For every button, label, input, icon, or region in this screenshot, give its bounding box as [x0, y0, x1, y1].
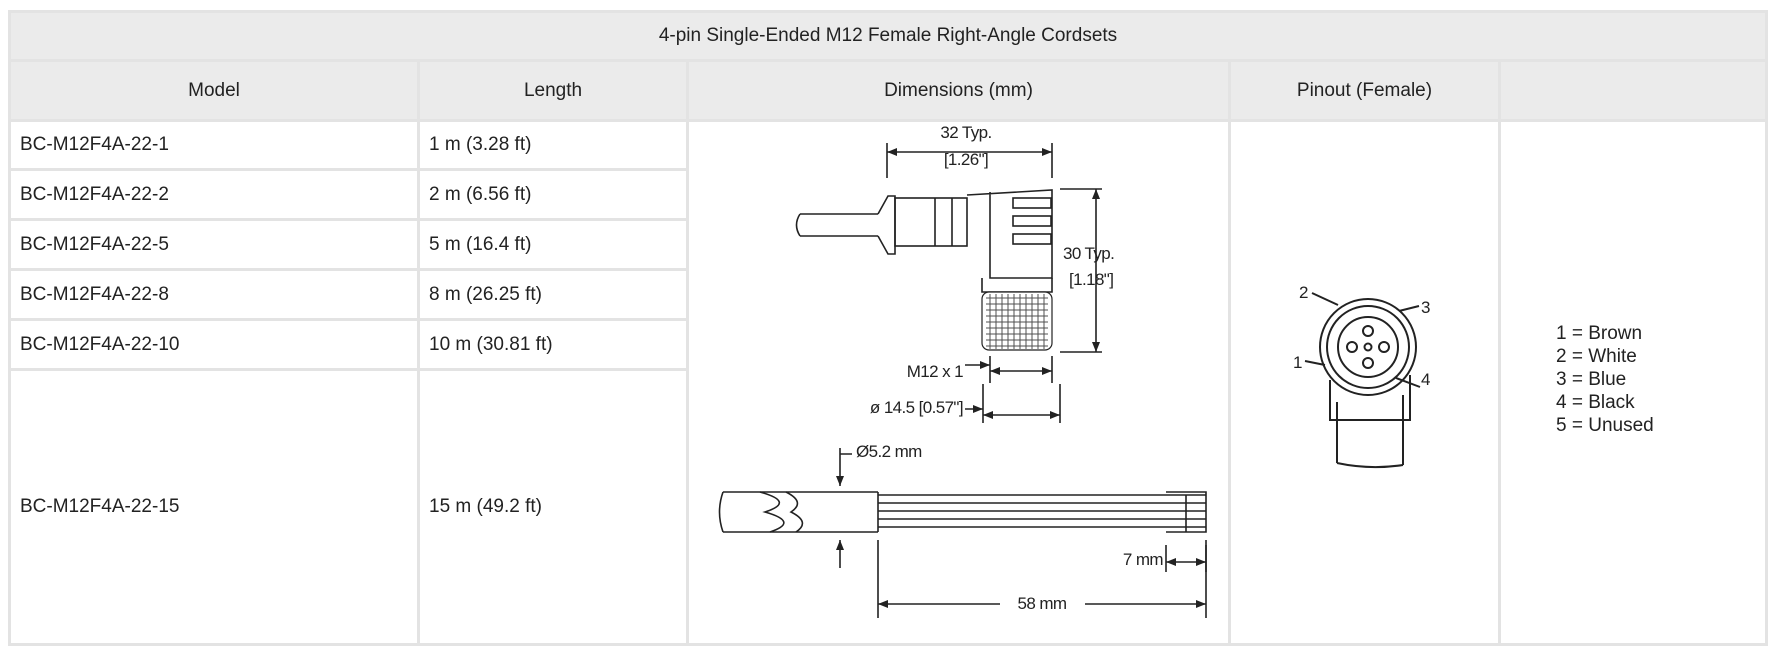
table-row-model: BC-M12F4A-22-8	[8, 268, 420, 321]
table-row-model: BC-M12F4A-22-5	[8, 218, 420, 271]
table-row-length: 8 m (26.25 ft)	[417, 268, 689, 321]
header-length: Length	[417, 59, 689, 122]
pin-3	[1378, 341, 1390, 353]
width-label-in: [1.26"]	[944, 150, 988, 169]
wire-color-item: 5 = Unused	[1556, 415, 1654, 436]
table-row-model: BC-M12F4A-22-10	[8, 318, 420, 371]
wire-color-legend: 1 = Brown 2 = White 3 = Blue 4 = Black 5…	[1556, 322, 1654, 437]
thread-label: M12 x 1	[907, 362, 963, 381]
wire-color-item: 4 = Black	[1556, 392, 1635, 413]
table-title: 4-pin Single-Ended M12 Female Right-Angl…	[8, 10, 1768, 62]
table-row-model: BC-M12F4A-22-2	[8, 168, 420, 221]
lead-length-label: 58 mm	[1018, 594, 1067, 613]
pin-2	[1362, 325, 1374, 337]
pin-label-2: 2	[1299, 283, 1308, 302]
header-wire-colors	[1498, 59, 1768, 122]
pin-label-3: 3	[1421, 298, 1430, 317]
wire-color-item: 3 = Blue	[1556, 369, 1627, 390]
pin-4	[1362, 357, 1374, 369]
wire-colors-cell	[1498, 119, 1768, 646]
diameter-label: ø 14.5 [0.57"]	[870, 398, 963, 417]
height-label: 30 Typ.	[1063, 244, 1114, 263]
pin-label-4: 4	[1421, 370, 1430, 389]
header-pinout: Pinout (Female)	[1228, 59, 1501, 122]
strip-length-label: 7 mm	[1123, 550, 1164, 569]
pin-5	[1363, 342, 1373, 352]
wire-color-item: 1 = Brown	[1556, 323, 1643, 344]
dimensions-cell	[686, 119, 1231, 646]
height-label-in: [1.18"]	[1069, 270, 1113, 289]
cable-diameter-label: Ø5.2 mm	[856, 442, 922, 461]
knurled-nut	[981, 291, 1053, 351]
width-label: 32 Typ.	[940, 123, 991, 142]
pin-label-1: 1	[1293, 353, 1302, 372]
table-row-length: 15 m (49.2 ft)	[417, 368, 689, 646]
pin-1	[1346, 341, 1358, 353]
cordset-table: 4-pin Single-Ended M12 Female Right-Angl…	[8, 10, 1768, 646]
wire-color-item: 2 = White	[1556, 346, 1637, 367]
table-row-length: 1 m (3.28 ft)	[417, 119, 689, 171]
pinout-cell	[1228, 119, 1501, 646]
